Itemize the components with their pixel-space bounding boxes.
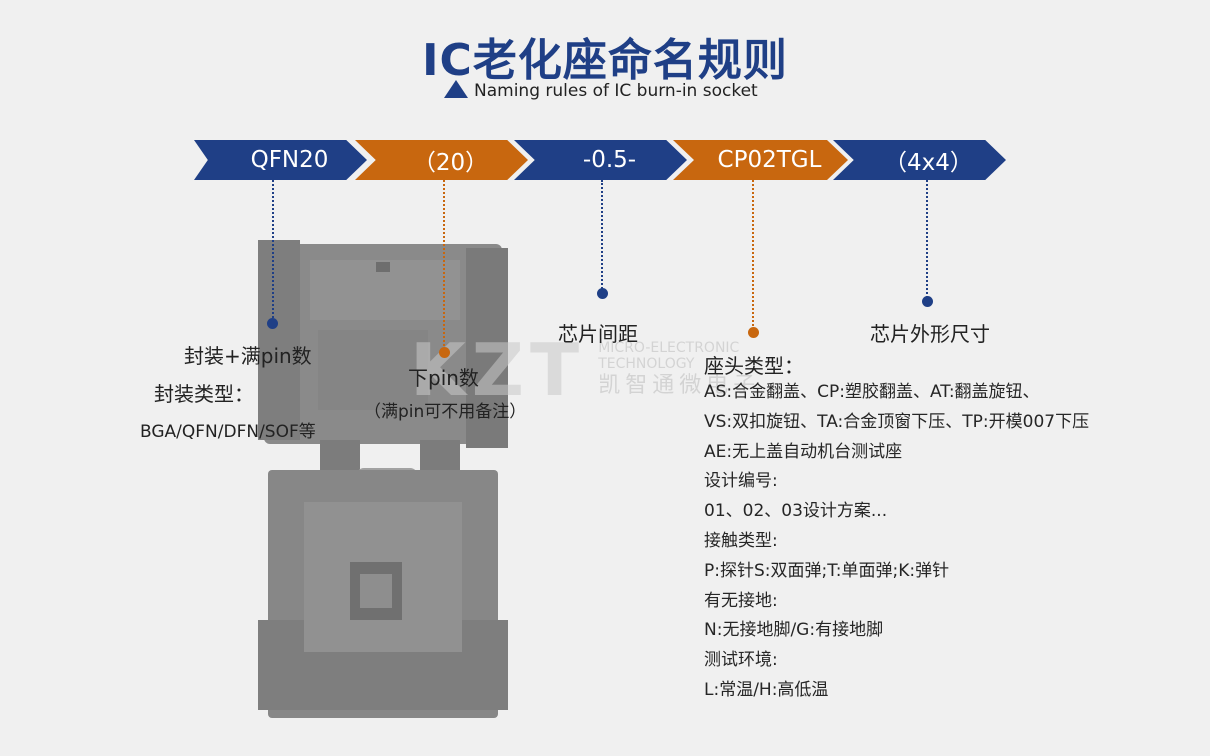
details-row: 设计编号: xyxy=(704,471,778,492)
leader-line-package xyxy=(272,180,274,322)
watermark-line1: MICRO-ELECTRONIC xyxy=(598,340,740,356)
segment-package: QFN20 xyxy=(194,140,367,180)
leader-dot-socket-code xyxy=(748,327,759,338)
leader-line-size xyxy=(926,180,928,298)
leader-dot-package xyxy=(267,318,278,329)
segment-lower-pin: （20） xyxy=(355,140,528,180)
leader-line-pitch xyxy=(601,180,603,292)
segment-pitch: -0.5- xyxy=(514,140,687,180)
details-row: VS:双扣旋钮、TA:合金顶窗下压、TP:开模007下压 xyxy=(704,411,1090,432)
details-row: L:常温/H:高低温 xyxy=(704,679,829,700)
details-row: N:无接地脚/G:有接地脚 xyxy=(704,620,884,641)
page-subtitle: Naming rules of IC burn-in socket xyxy=(474,81,758,101)
details-row: AE:无上盖自动机台测试座 xyxy=(704,441,903,462)
segment-socket-code-label: CP02TGL xyxy=(717,147,822,173)
label-socket-head-type: 座头类型： xyxy=(704,354,804,378)
segment-pitch-label: -0.5- xyxy=(582,147,637,173)
details-row: 测试环境: xyxy=(704,650,778,671)
segment-size-label: （4x4） xyxy=(884,150,973,176)
details-list: AS:合金翻盖、CP:塑胶翻盖、AT:翻盖旋钮、 VS:双扣旋钮、TA:合金顶窗… xyxy=(704,378,1089,706)
label-lower-pin: 下pin数 xyxy=(408,366,479,390)
leader-dot-pitch xyxy=(597,288,608,299)
watermark-text: MICRO-ELECTRONIC TECHNOLOGY 凯智通微电子 xyxy=(598,340,760,400)
watermark-cn: 凯智通微电子 xyxy=(598,373,761,398)
details-row: AS:合金翻盖、CP:塑胶翻盖、AT:翻盖旋钮、 xyxy=(704,382,1040,402)
label-package-types: BGA/QFN/DFN/SOF等 xyxy=(140,422,316,442)
details-row: P:探针S:双面弹;T:单面弹;K:弹针 xyxy=(704,560,950,581)
details-row: 有无接地: xyxy=(704,590,778,611)
socket-illustration xyxy=(258,240,508,718)
page-title: IC老化座命名规则 xyxy=(422,35,788,86)
segment-socket-code: CP02TGL xyxy=(673,140,848,180)
label-package-pin: 封装+满pin数 xyxy=(184,344,312,368)
segment-size: （4x4） xyxy=(833,140,1006,180)
leader-dot-size xyxy=(922,296,933,307)
details-row: 01、02、03设计方案... xyxy=(704,501,888,522)
label-chip-size: 芯片外形尺寸 xyxy=(870,322,990,346)
label-package-type: 封装类型： xyxy=(154,382,254,406)
watermark-brand: KZT xyxy=(410,328,586,412)
label-lower-pin-note: （满pin可不用备注） xyxy=(364,402,527,422)
leader-line-lower-pin xyxy=(443,180,445,350)
triangle-icon xyxy=(444,80,468,98)
leader-line-socket-code xyxy=(752,180,754,330)
segment-lower-pin-label: （20） xyxy=(412,150,489,176)
subtitle-row: Naming rules of IC burn-in socket xyxy=(444,80,758,102)
label-pitch: 芯片间距 xyxy=(558,322,638,346)
leader-dot-lower-pin xyxy=(439,347,450,358)
watermark: KZT MICRO-ELECTRONIC TECHNOLOGY 凯智通微电子 xyxy=(410,328,760,412)
watermark-line2: TECHNOLOGY xyxy=(598,356,695,372)
details-row: 接触类型: xyxy=(704,530,778,551)
segment-package-label: QFN20 xyxy=(250,147,329,173)
